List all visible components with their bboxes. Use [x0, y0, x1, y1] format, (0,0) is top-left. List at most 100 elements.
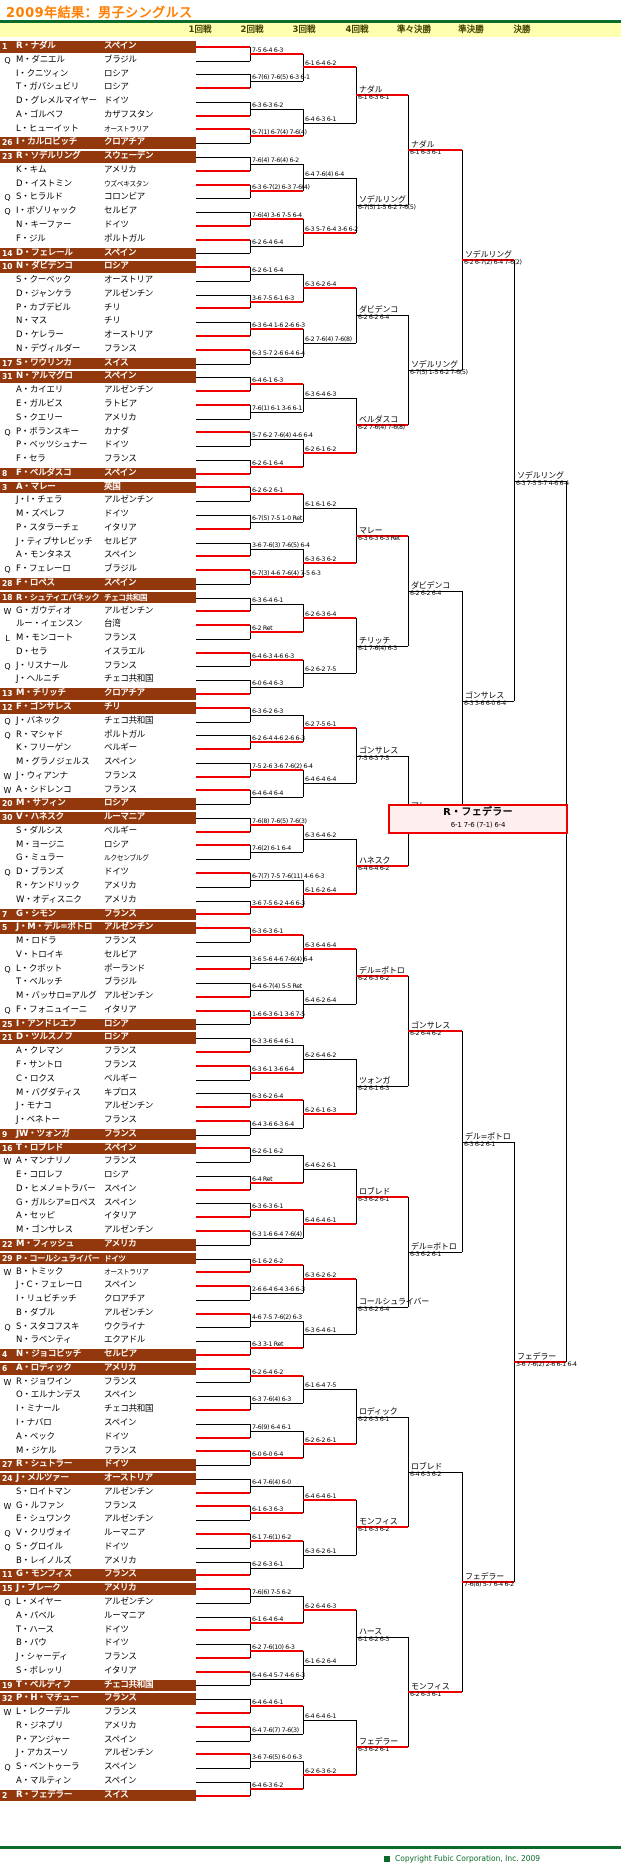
player-row[interactable]: I・ナバロスペイン — [0, 1418, 196, 1430]
player-row[interactable]: O・エルナンデススペイン — [0, 1390, 196, 1402]
player-row[interactable]: M・バグダティスキプロス — [0, 1088, 196, 1100]
player-row[interactable]: F・ジルポルトガル — [0, 234, 196, 246]
player-row[interactable]: E・コロレフロシア — [0, 1170, 196, 1182]
player-row[interactable]: M・ゴンサレスアルゼンチン — [0, 1225, 196, 1237]
player-row[interactable]: A・ゴルベフカザフスタン — [0, 110, 196, 122]
player-row[interactable]: S・クーベックオーストリア — [0, 275, 196, 287]
player-row[interactable]: D・イストミンウズベキスタン — [0, 179, 196, 191]
player-row[interactable]: K・フリーゲンベルギー — [0, 743, 196, 755]
player-row[interactable]: N・マスチリ — [0, 316, 196, 328]
player-row[interactable]: B・ダブルアルゼンチン — [0, 1308, 196, 1320]
player-row[interactable]: I・クニツィンロシア — [0, 69, 196, 81]
player-row[interactable]: D・ジャンケラアルゼンチン — [0, 289, 196, 301]
player-row[interactable]: J・モナコアルゼンチン — [0, 1101, 196, 1113]
player-row[interactable]: ルー・イェンスン台湾 — [0, 619, 196, 631]
player-row[interactable]: K・キムアメリカ — [0, 165, 196, 177]
player-row[interactable]: V・トロイキセルビア — [0, 950, 196, 962]
player-row[interactable]: S・クエリーアメリカ — [0, 413, 196, 425]
player-row[interactable]: J・C・フェレーロスペイン — [0, 1280, 196, 1292]
player-row[interactable]: J・ティプサレビッチセルビア — [0, 537, 196, 549]
player-row[interactable]: M・グラノジェルススペイン — [0, 757, 196, 769]
player-row[interactable]: M・ロドラフランス — [0, 936, 196, 948]
player-row[interactable]: B・レイノルズアメリカ — [0, 1556, 196, 1568]
player-row[interactable]: D・グレメルマイヤードイツ — [0, 96, 196, 108]
player-row[interactable]: A・カイエリアルゼンチン — [0, 385, 196, 397]
player-row[interactable]: M・バッサロ=アルグアルゼンチン — [0, 991, 196, 1003]
player-row[interactable]: J・ヘルニチチェコ共和国 — [0, 674, 196, 686]
player-row[interactable]: D・ケレラーオーストリア — [0, 330, 196, 342]
player-row[interactable]: A・パベルルーマニア — [0, 1611, 196, 1623]
player-row[interactable]: F・セラフランス — [0, 454, 196, 466]
player-row[interactable]: P・ベッツシュナードイツ — [0, 440, 196, 452]
player-row[interactable]: S・ロイトマンアルゼンチン — [0, 1487, 196, 1499]
player-row[interactable]: A・モンタネススペイン — [0, 550, 196, 562]
player-row[interactable]: D・セライスラエル — [0, 647, 196, 659]
player-row[interactable]: A・セッピイタリア — [0, 1211, 196, 1223]
player-row[interactable]: G・ミュラールクセンブルグ — [0, 853, 196, 865]
player-row[interactable]: M・ヨージニロシア — [0, 840, 196, 852]
player-row[interactable]: A・クレマンフランス — [0, 1046, 196, 1058]
player-row[interactable]: T・ベルッチブラジル — [0, 977, 196, 989]
player-row[interactable]: J・シャーディフランス — [0, 1652, 196, 1664]
player-row[interactable]: N・デヴィルダーフランス — [0, 344, 196, 356]
player-row[interactable]: M・ジケルフランス — [0, 1446, 196, 1458]
player-row[interactable]: L・ヒューイットオーストラリア — [0, 124, 196, 136]
player-row[interactable]: M・ズベレフドイツ — [0, 509, 196, 521]
player-row[interactable]: N・ラベンティエクアドル — [0, 1335, 196, 1347]
player-row[interactable]: J・アカスーソアルゼンチン — [0, 1748, 196, 1760]
player-row[interactable]: W・オディスニクアメリカ — [0, 895, 196, 907]
player-row[interactable]: F・サントロフランス — [0, 1060, 196, 1072]
player-row[interactable]: N・キーファードイツ — [0, 220, 196, 232]
player-row[interactable]: T・ガバシュビリロシア — [0, 82, 196, 94]
player-row[interactable]: B・パウドイツ — [0, 1638, 196, 1650]
player-row[interactable]: A・ベックドイツ — [0, 1432, 196, 1444]
player-row[interactable]: D・ヒメノ=トラバースペイン — [0, 1184, 196, 1196]
player-row[interactable]: E・シュワンクアルゼンチン — [0, 1514, 196, 1526]
